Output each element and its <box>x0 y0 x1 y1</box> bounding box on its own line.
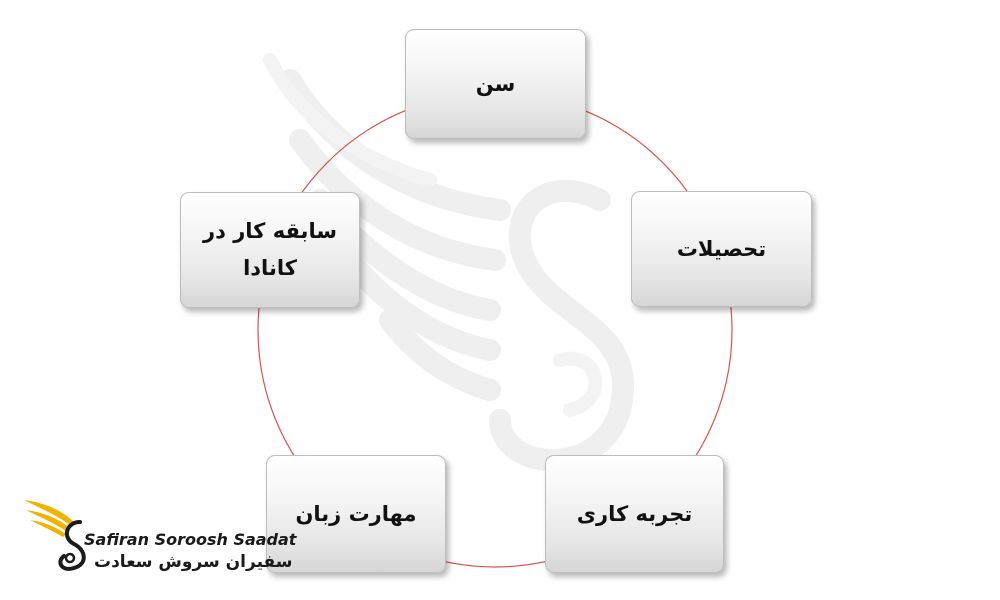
node-language-skills: مهارت زبان <box>266 455 446 573</box>
node-education: تحصیلات <box>631 191 812 307</box>
node-age-label: سن <box>475 71 516 96</box>
brand-logo: Safiran Soroosh Saadat سفیران سروش سعادت <box>22 492 296 582</box>
node-language-skills-label: مهارت زبان <box>295 501 417 526</box>
node-work-experience-label: تجربه کاری <box>576 501 693 526</box>
node-education-label: تحصیلات <box>676 236 767 261</box>
node-age: سن <box>405 29 586 139</box>
logo-text-fa: سفیران سروش سعادت <box>94 552 293 572</box>
node-canada-work-experience: سابقه کار در کانادا <box>180 192 360 308</box>
node-work-experience: تجربه کاری <box>545 455 724 573</box>
node-canada-work-experience-label: سابقه کار در کانادا <box>203 219 337 280</box>
wing-logo-icon <box>24 500 86 571</box>
logo-text-en: Safiran Soroosh Saadat <box>84 530 297 549</box>
